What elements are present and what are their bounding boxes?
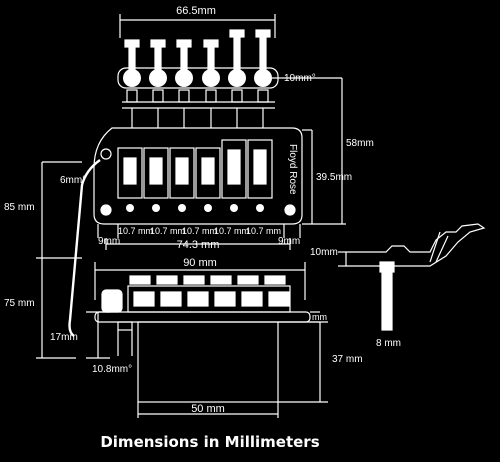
tuner-posts bbox=[122, 89, 275, 128]
label-arm-upper: 85 mm bbox=[4, 202, 35, 213]
fine-tuner bbox=[176, 39, 192, 70]
stud-hole-right bbox=[284, 204, 296, 216]
side-baseplate bbox=[345, 223, 486, 267]
fine-tuner bbox=[229, 29, 245, 70]
label-fine-tuner-dia: 10mm° bbox=[284, 73, 316, 84]
label-block-width: 50 mm bbox=[191, 403, 225, 415]
brand-text: Floyd Rose bbox=[287, 144, 298, 195]
arm-socket bbox=[100, 148, 112, 160]
label-saddle-spacing-3: 10.7 mm bbox=[182, 226, 217, 236]
fine-tuner bbox=[150, 39, 166, 70]
label-saddle-spacing-2: 10.7 mm bbox=[150, 226, 185, 236]
front-saddles bbox=[127, 275, 291, 313]
tremolo-arm bbox=[68, 159, 101, 337]
label-arm-lower: 75 mm bbox=[4, 298, 35, 309]
tremolo-block bbox=[137, 321, 279, 403]
front-baseplate bbox=[94, 311, 311, 323]
side-stud bbox=[381, 271, 393, 331]
label-edge-radius: 6mm° bbox=[60, 175, 86, 186]
fine-tuner bbox=[203, 39, 219, 70]
fine-tuner bbox=[124, 39, 140, 70]
fine-tuners bbox=[124, 29, 271, 70]
label-plate-height: 17mm bbox=[50, 332, 78, 343]
label-block-height: 37 mm bbox=[332, 354, 363, 365]
saddles bbox=[117, 139, 273, 199]
label-stud-spacing: 74.3 mm bbox=[177, 239, 220, 251]
label-stud-dia: 10.8mm° bbox=[92, 364, 132, 375]
label-left-edge: 9mm bbox=[98, 236, 120, 247]
label-tuner-span: 66.5mm bbox=[176, 5, 216, 17]
diagram-caption: Dimensions in Millimeters bbox=[100, 433, 319, 451]
label-height-total: 58mm bbox=[346, 138, 374, 149]
fine-tuner bbox=[255, 29, 271, 70]
tuner-knobs bbox=[123, 69, 272, 87]
baseplate bbox=[93, 127, 303, 225]
label-height-body: 39.5mm bbox=[316, 172, 352, 183]
label-right-edge: 9mm bbox=[278, 236, 300, 247]
front-stud bbox=[101, 289, 123, 313]
label-saddle-spacing-1: 10.7 mm bbox=[118, 226, 153, 236]
stud-hole-left bbox=[100, 204, 112, 216]
label-saddle-spacing-5: 10.7 mm bbox=[246, 226, 281, 236]
label-side-stud-dia: 8 mm bbox=[376, 338, 401, 349]
label-saddle-spacing-4: 10.7 mm bbox=[214, 226, 249, 236]
label-plate-mark: mm bbox=[312, 312, 327, 322]
label-front-width: 90 mm bbox=[183, 257, 217, 269]
label-side-height: 10mm bbox=[310, 247, 338, 258]
